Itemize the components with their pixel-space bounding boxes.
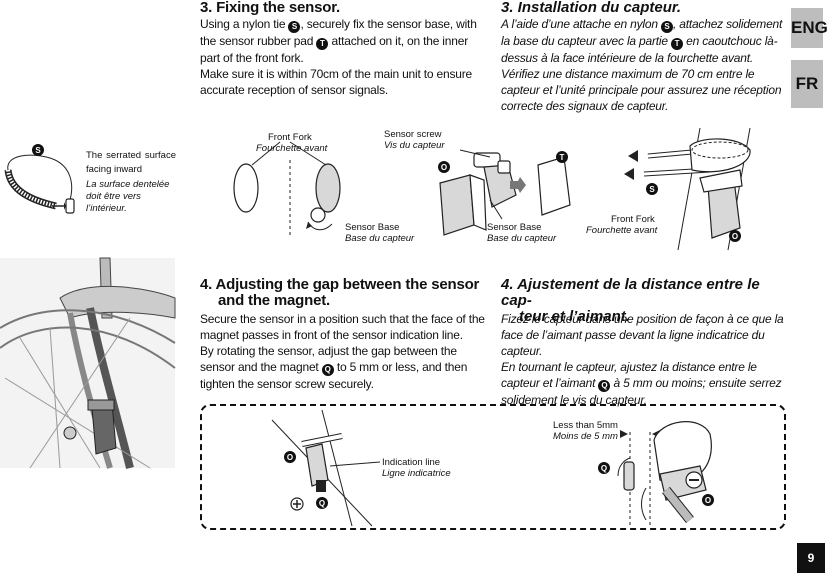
svg-text:T: T [560, 153, 565, 162]
sensor-base-label-fr: Base du capteur [345, 233, 415, 244]
section3-fr-title: 3. Installation du capteur. [501, 0, 682, 16]
svg-text:Q: Q [601, 464, 607, 473]
sensor-screw-label-fr: Vis du capteur [384, 140, 445, 151]
front-fork2-label-fr: Fourchette avant [586, 225, 658, 236]
lang-tab-fr: FR [791, 60, 823, 108]
sensor-base-label-en: Sensor Base [345, 222, 400, 233]
svg-text:O: O [287, 453, 293, 462]
indication-line-illustration: O Q [271, 409, 381, 527]
svg-text:S: S [649, 185, 655, 194]
section4-en-title: 4. Adjusting the gap between the sensor … [200, 276, 480, 309]
indication-line-label-fr: Ligne indicatrice [382, 468, 451, 479]
less-5mm-label-en: Less than 5mm [553, 420, 618, 431]
serrated-label-en: The serrated surface facing inward [86, 150, 176, 175]
badge-s-icon: S [660, 21, 673, 33]
gap-adjustment-illustration: Q O [598, 421, 714, 526]
badge-t-icon: T [670, 38, 683, 50]
svg-text:O: O [732, 232, 738, 241]
less-5mm-label-fr: Moins de 5 mm [553, 431, 618, 442]
fork-section-illustration [233, 141, 341, 235]
bicycle-fork-illustration [0, 257, 176, 469]
front-fork2-label-en: Front Fork [611, 214, 655, 225]
svg-text:Q: Q [319, 499, 325, 508]
badge-q-icon: Q [598, 380, 611, 392]
section3-en-text: Using a nylon tie S, securely fix the se… [200, 17, 477, 97]
page-number: 9 [797, 543, 825, 573]
section3-fr-text: A l’aide d’une attache en nylon S, attac… [501, 17, 783, 113]
front-fork-label-fr: Fourchette avant [256, 143, 328, 154]
badge-s-icon: S [288, 21, 301, 33]
badge-q-icon: Q [321, 364, 334, 376]
sensor-parts-illustration: O T [438, 149, 571, 236]
adjustment-diagram-panel [200, 404, 786, 530]
indication-line-label-en: Indication line [382, 457, 441, 468]
sensor-base2-label-en: Sensor Base [487, 222, 542, 233]
section3-en-title: 3. Fixing the sensor. [200, 0, 341, 16]
svg-text:O: O [441, 163, 447, 172]
lang-tab-eng: ENG [791, 8, 828, 48]
section4-fr-text: Fizez le capteur dans une position de fa… [501, 312, 784, 407]
serrated-label-fr: La surface dentelée doit être vers l’int… [86, 179, 170, 214]
section4-en-text: Secure the sensor in a position such tha… [200, 312, 485, 391]
svg-text:O: O [705, 496, 711, 505]
section4-fr-title: 4. Ajustement de la distance entre le ca… [501, 276, 760, 325]
svg-text:S: S [35, 146, 41, 155]
mounted-sensor-illustration: S O [624, 127, 751, 251]
sensor-base2-label-fr: Base du capteur [487, 233, 557, 244]
nylon-tie-illustration: S [4, 144, 75, 214]
front-fork-label-en: Front Fork [268, 132, 312, 143]
sensor-screw-label-en: Sensor screw [384, 129, 442, 140]
badge-t-icon: T [316, 38, 329, 50]
